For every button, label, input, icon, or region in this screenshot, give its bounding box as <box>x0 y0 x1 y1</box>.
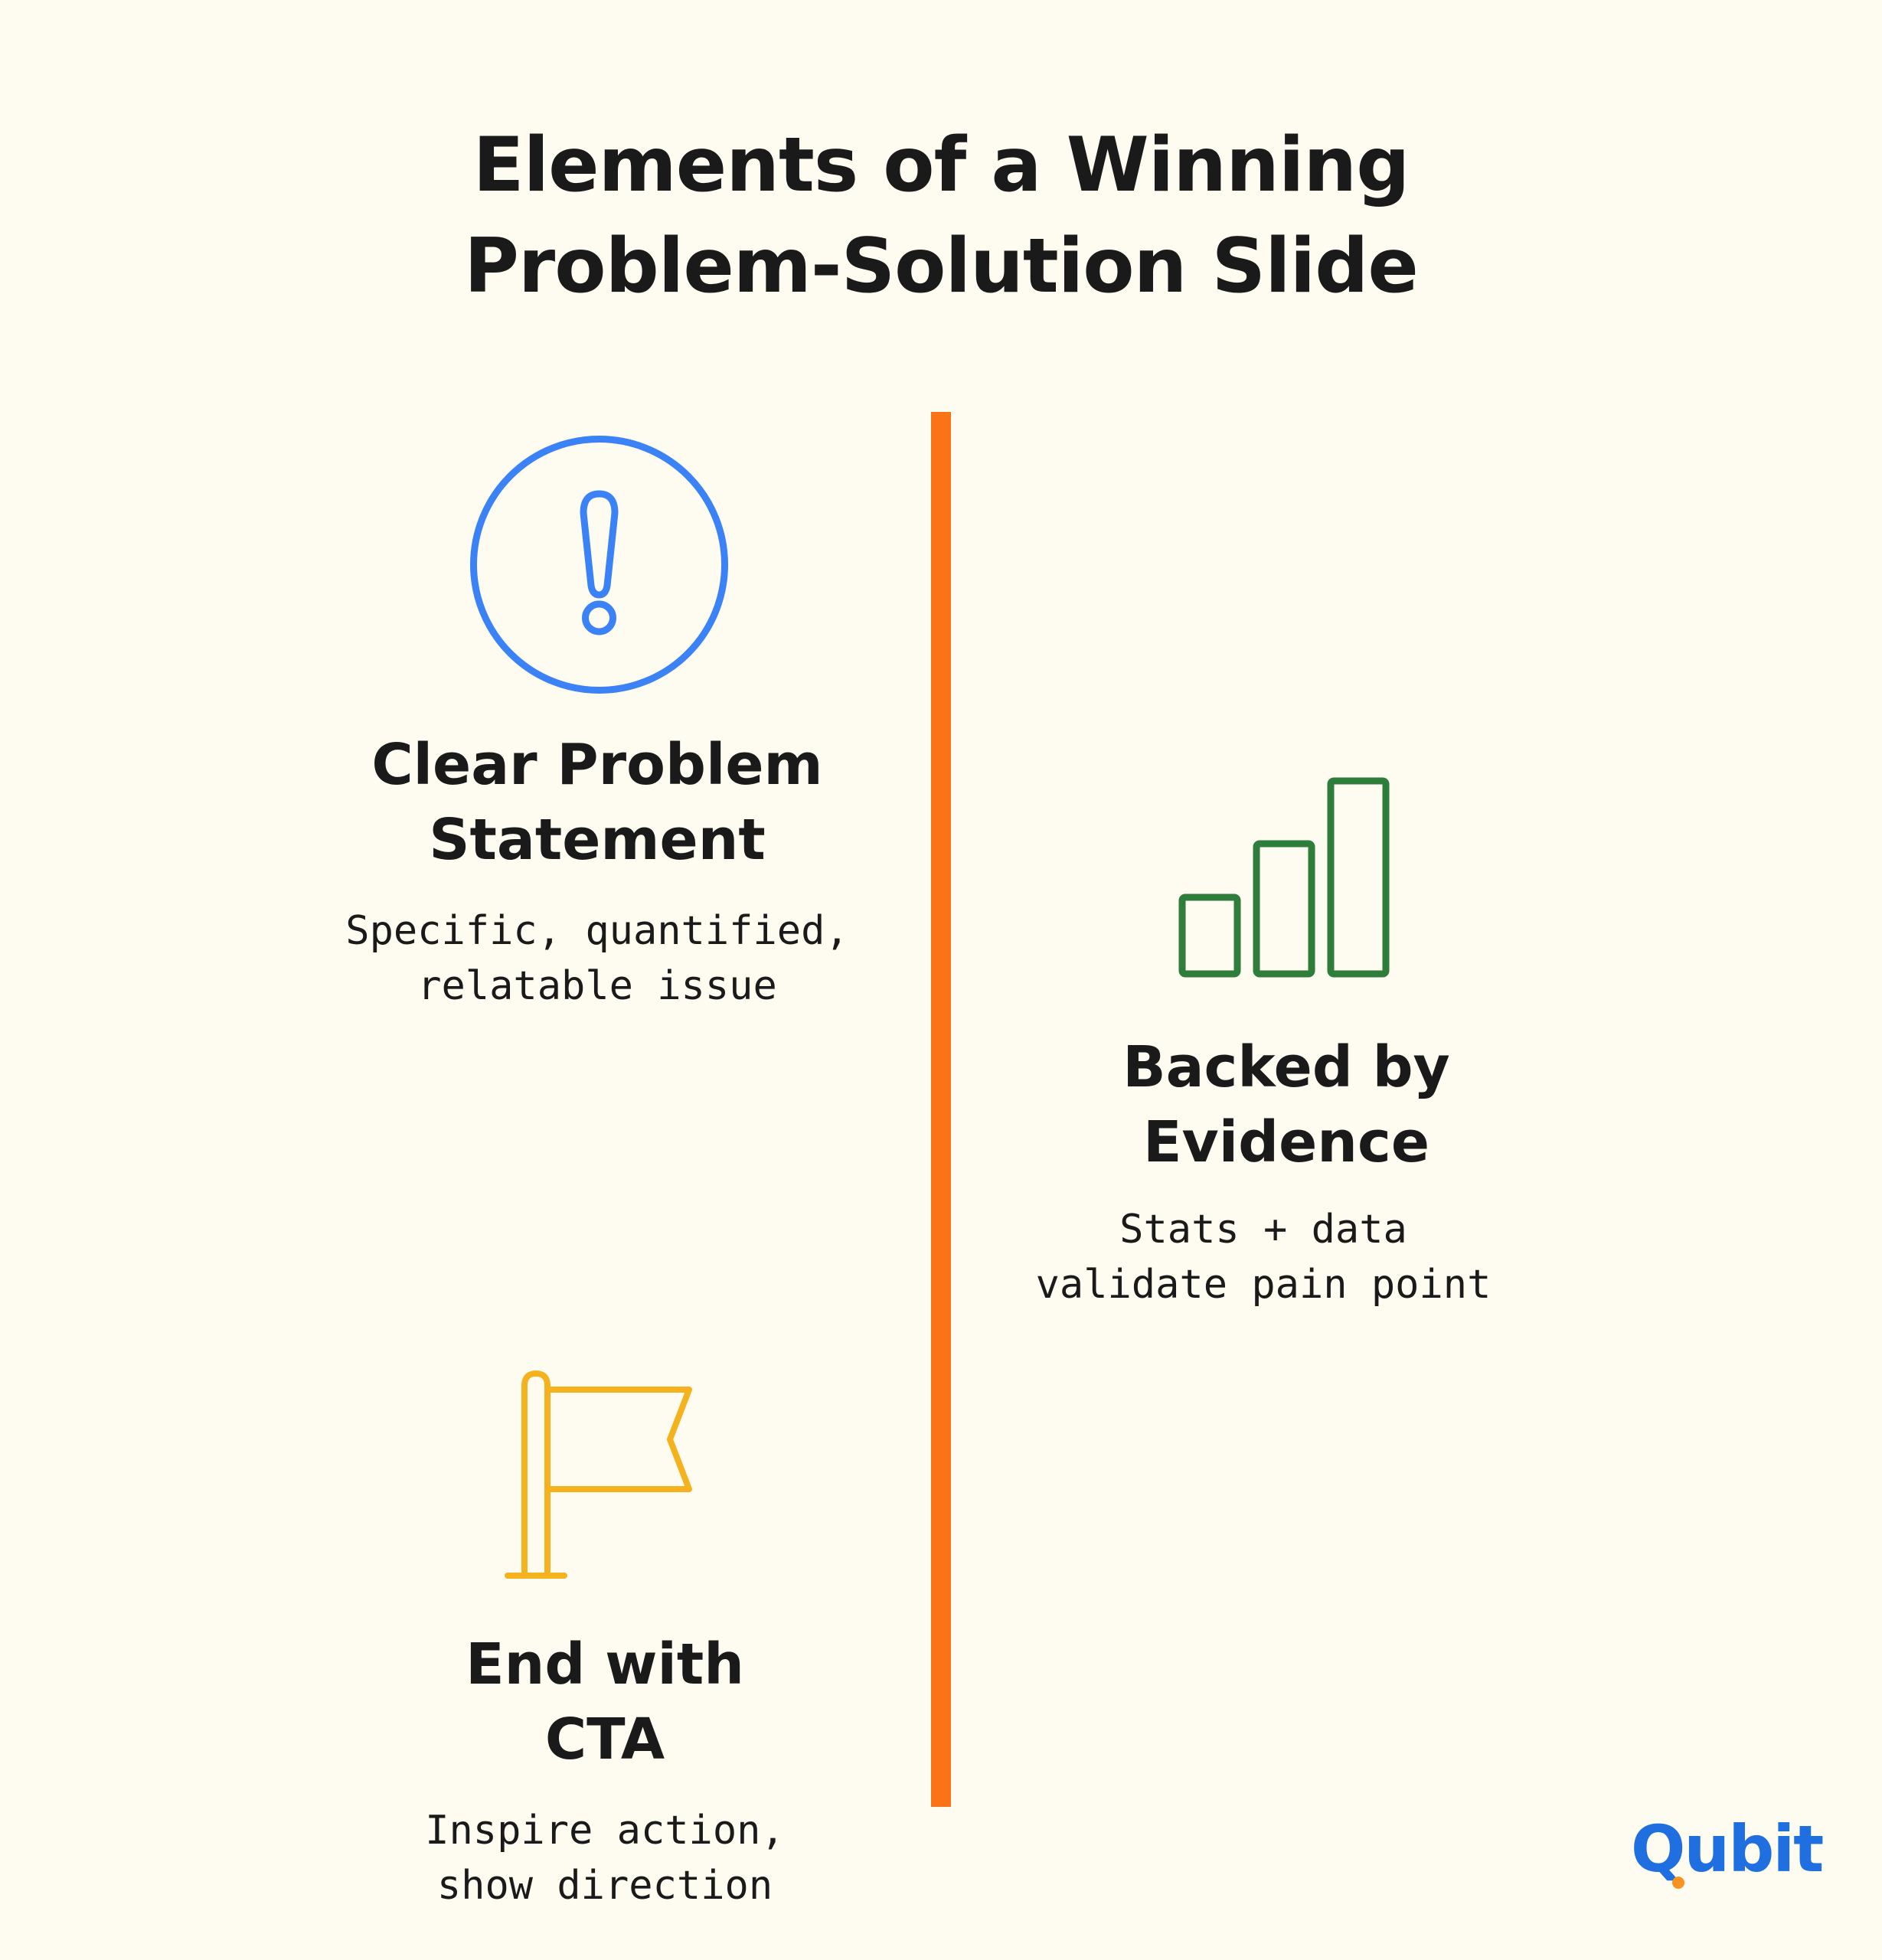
item-heading-problem: Clear Problem Statement <box>371 732 823 873</box>
title-line-1: Elements of a Winning <box>472 122 1410 209</box>
qubit-logo: Qubit <box>1631 1811 1824 1889</box>
bar-chart-icon <box>1178 777 1390 978</box>
vertical-divider <box>931 412 951 1807</box>
title-line-2: Problem-Solution Slide <box>464 223 1419 310</box>
item-desc-cta: Inspire action, show direction <box>425 1808 785 1909</box>
exclamation-circle-icon <box>470 436 728 694</box>
logo-dot <box>1672 1877 1684 1889</box>
item-heading-cta: End with CTA <box>466 1632 744 1772</box>
item-desc-evidence: Stats + data validate pain point <box>1035 1207 1492 1308</box>
item-heading-evidence: Backed by Evidence <box>1122 1034 1450 1175</box>
logo-text: Qubit <box>1631 1811 1824 1886</box>
flag-icon <box>505 1370 692 1579</box>
item-desc-problem: Specific, quantified, relatable issue <box>345 908 849 1009</box>
page-title: Elements of a Winning Problem-Solution S… <box>0 115 1882 317</box>
